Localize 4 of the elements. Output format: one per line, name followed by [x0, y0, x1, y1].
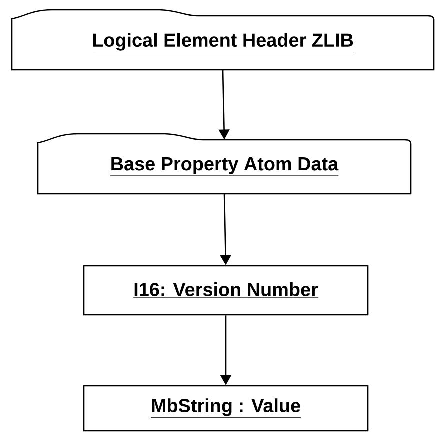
folder-box: Logical Element Header ZLIB [11, 9, 435, 71]
folder-box: Base Property Atom Data [37, 133, 412, 195]
process-box: MbString : Value [83, 385, 369, 432]
process-box: I16: Version Number [83, 265, 369, 316]
